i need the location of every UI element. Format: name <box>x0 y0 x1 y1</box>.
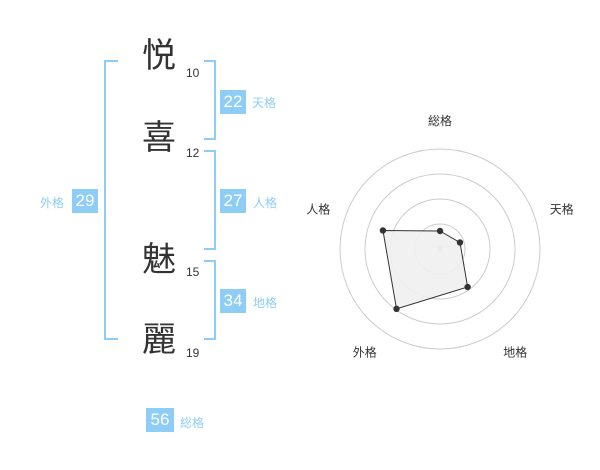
radar-point-0 <box>436 227 444 235</box>
soukaku-label: 総格 <box>180 416 205 430</box>
stroke-count-2: 12 <box>186 146 200 160</box>
radar-shape <box>379 227 471 313</box>
gaikaku-bracket <box>104 60 118 340</box>
radar-point-1 <box>456 239 464 246</box>
tenkaku-bracket <box>204 60 216 140</box>
kanji-2: 喜 <box>142 118 176 158</box>
radar-axis-label-2: 地格 <box>503 345 527 360</box>
radar-axis-label-0: 総格 <box>428 113 452 128</box>
soukaku-value: 56 <box>146 408 174 432</box>
stroke-count-3: 15 <box>186 265 200 279</box>
radar-point-2 <box>464 283 471 291</box>
stroke-count-4: 19 <box>186 346 200 360</box>
radar-axis-label-4: 人格 <box>306 201 330 216</box>
radar-point-4 <box>379 227 387 234</box>
chikaku-label: 地格 <box>253 296 278 310</box>
kanji-1: 悦 <box>142 36 176 76</box>
kanji-4: 麗 <box>142 320 176 360</box>
radar-polygon <box>382 229 469 310</box>
jinkaku-label: 人格 <box>253 196 278 210</box>
radar-axis-label-3: 外格 <box>353 345 377 360</box>
jinkaku-bracket <box>204 150 216 250</box>
stroke-count-1: 10 <box>186 66 200 80</box>
radar-point-3 <box>393 305 400 313</box>
chikaku-value: 34 <box>220 289 246 313</box>
kanji-3: 魅 <box>142 240 176 280</box>
gaikaku-label: 外格 <box>40 196 65 210</box>
jinkaku-value: 27 <box>220 189 246 213</box>
tenkaku-label: 天格 <box>252 96 277 110</box>
gaikaku-value: 29 <box>72 189 98 213</box>
radar-ring <box>364 173 516 325</box>
radar-axis-label-1: 天格 <box>550 201 574 216</box>
chikaku-bracket <box>204 260 216 340</box>
radar-ring <box>339 148 541 350</box>
tenkaku-value: 22 <box>220 90 246 114</box>
